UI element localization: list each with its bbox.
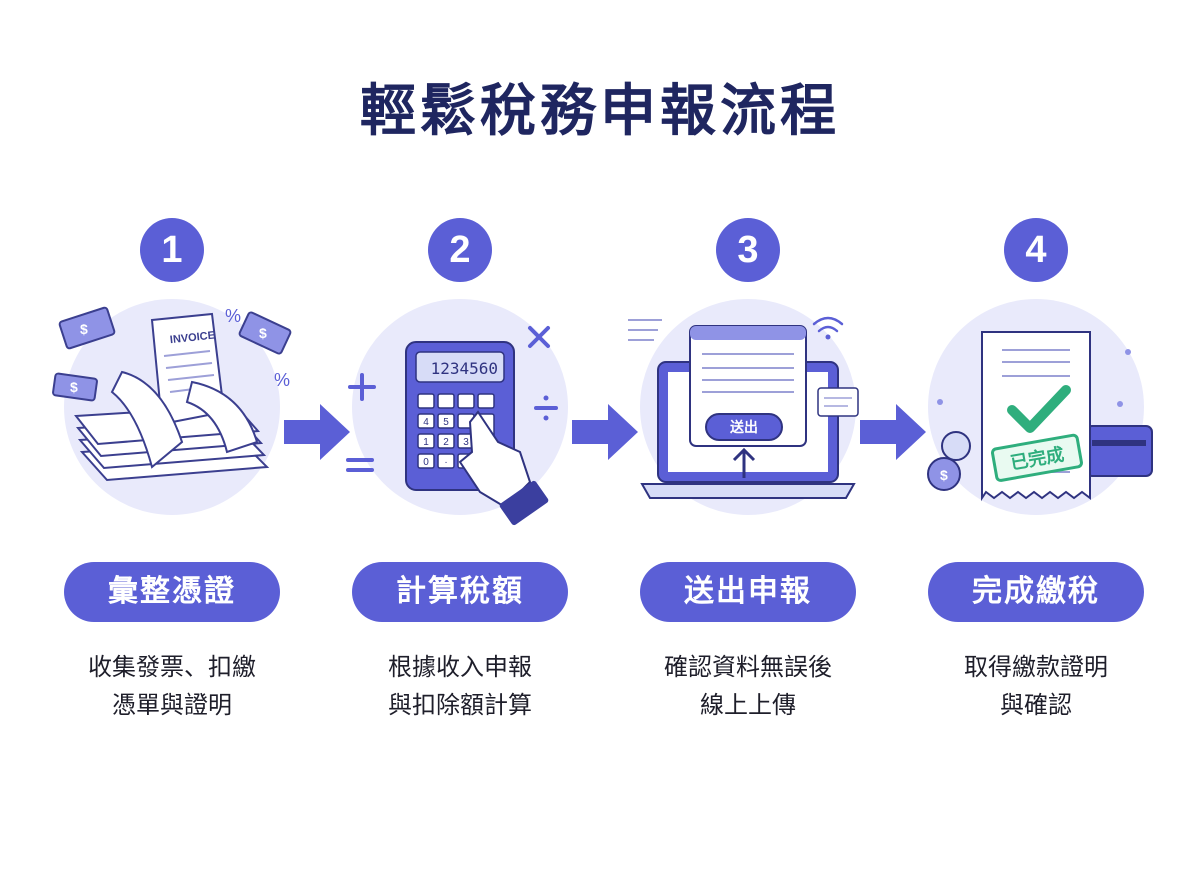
step-4-desc-line-1: 取得繳款證明 bbox=[964, 653, 1108, 681]
step-1-desc-line-1: 收集發票、扣繳 bbox=[88, 653, 256, 681]
step-1-description: 收集發票、扣繳 憑單與證明 bbox=[42, 648, 302, 724]
arrow-right-icon bbox=[572, 404, 638, 460]
step-2-desc-line-2: 與扣除額計算 bbox=[388, 691, 532, 719]
step-1-label: 彙整憑證 bbox=[64, 562, 280, 622]
invoice-label: INVOICE bbox=[169, 330, 215, 347]
svg-text:$: $ bbox=[70, 379, 78, 395]
receipt-complete-icon: 已完成 $ bbox=[927, 299, 1153, 515]
svg-text:%: % bbox=[274, 370, 290, 390]
svg-text:$: $ bbox=[259, 325, 267, 341]
receipts-invoice-icon: INVOICE $ $ $ %% bbox=[52, 299, 292, 515]
svg-text:3: 3 bbox=[463, 437, 469, 448]
svg-text:%: % bbox=[225, 306, 241, 326]
step-4-number-badge: 4 bbox=[1004, 218, 1068, 282]
page-title: 輕鬆稅務申報流程 bbox=[360, 79, 840, 144]
submit-button-text: 送出 bbox=[729, 419, 758, 436]
step-1-desc-line-2: 憑單與證明 bbox=[112, 691, 232, 719]
svg-text:4: 4 bbox=[423, 417, 429, 428]
step-3-desc-line-2: 線上上傳 bbox=[700, 691, 796, 719]
svg-text:1: 1 bbox=[423, 437, 429, 448]
step-2-label: 計算稅額 bbox=[352, 562, 568, 622]
arrow-right-icon bbox=[860, 404, 926, 460]
step-4-label: 完成繳稅 bbox=[928, 562, 1144, 622]
step-3: 3 送出 送出申報 確認資料無 bbox=[618, 0, 878, 896]
step-2-number-badge: 2 bbox=[428, 218, 492, 282]
step-1-number-badge: 1 bbox=[140, 218, 204, 282]
svg-text:5: 5 bbox=[443, 417, 449, 428]
step-3-label: 送出申報 bbox=[640, 562, 856, 622]
svg-text:$: $ bbox=[940, 467, 948, 483]
step-3-description: 確認資料無誤後 線上上傳 bbox=[618, 648, 878, 724]
svg-text:$: $ bbox=[80, 321, 88, 337]
svg-text:2: 2 bbox=[443, 437, 449, 448]
step-2: 2 1234560 4 5 1 2 3 0 · bbox=[330, 0, 590, 896]
step-4-desc-line-2: 與確認 bbox=[1000, 691, 1072, 719]
calculator-display: 1234560 bbox=[431, 359, 498, 378]
step-2-desc-line-1: 根據收入申報 bbox=[388, 653, 532, 681]
svg-text:·: · bbox=[444, 457, 447, 468]
arrow-right-icon bbox=[284, 404, 350, 460]
step-4: 4 已完成 $ 完成繳稅 取得繳款證明 與確認 bbox=[906, 0, 1166, 896]
step-4-description: 取得繳款證明 與確認 bbox=[906, 648, 1166, 724]
step-3-number-badge: 3 bbox=[716, 218, 780, 282]
laptop-submit-icon: 送出 bbox=[628, 299, 859, 515]
svg-text:0: 0 bbox=[423, 457, 429, 468]
step-3-desc-line-1: 確認資料無誤後 bbox=[664, 653, 832, 681]
step-2-description: 根據收入申報 與扣除額計算 bbox=[330, 648, 590, 724]
step-1: 1 INVOICE $ $ $ %% bbox=[42, 0, 302, 896]
calculator-icon: 1234560 4 5 1 2 3 0 · bbox=[346, 299, 568, 526]
